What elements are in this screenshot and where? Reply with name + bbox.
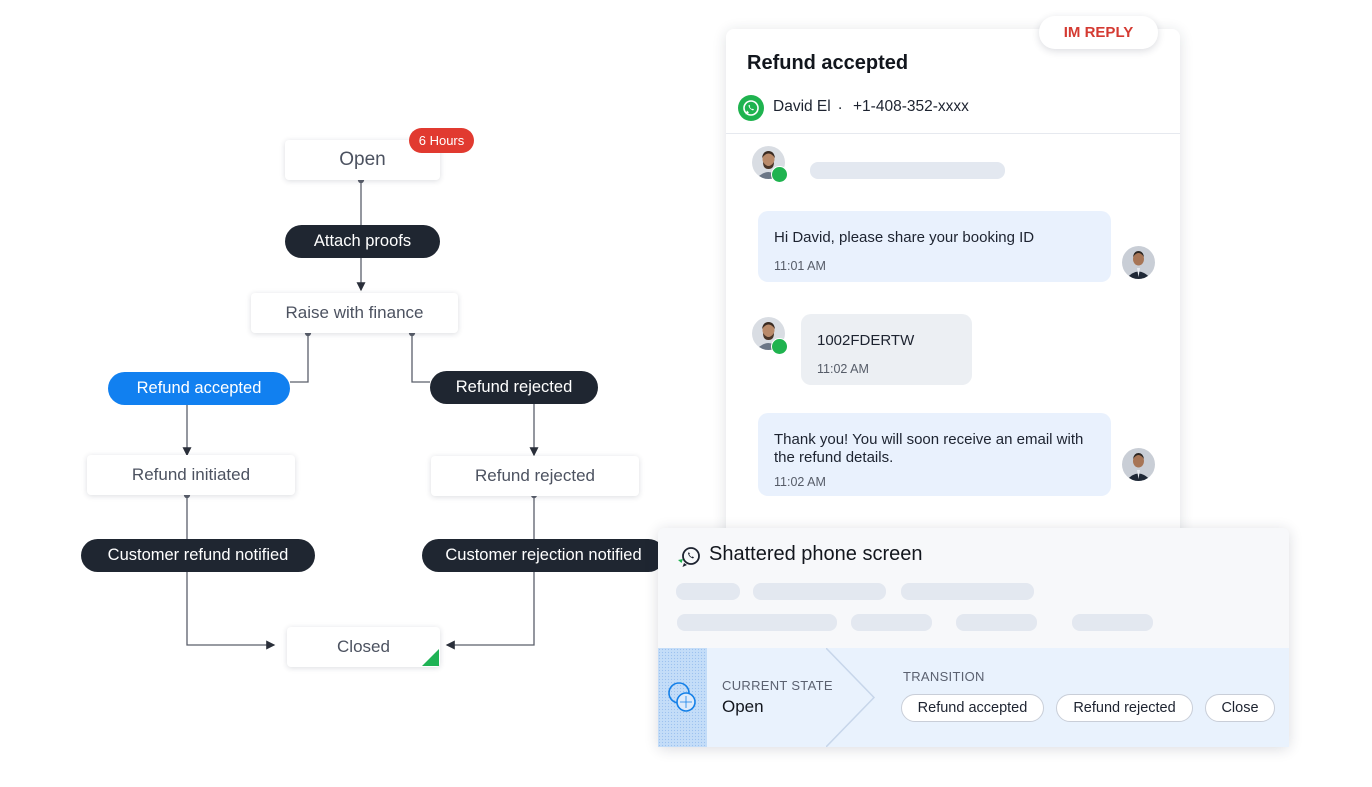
current-state-label: CURRENT STATE (722, 678, 833, 693)
transition-refund-accepted-button[interactable]: Refund accepted (901, 694, 1044, 722)
state-raise-with-finance-label: Raise with finance (285, 303, 424, 322)
state-raise-with-finance[interactable]: Raise with finance (251, 293, 458, 333)
field-placeholder (956, 614, 1037, 631)
field-placeholder (677, 614, 837, 631)
whatsapp-ticket-icon (677, 544, 703, 570)
contact-name: David El (773, 98, 831, 115)
ticket-title: Shattered phone screen (709, 543, 923, 565)
state-refund-rejected-label: Refund rejected (474, 466, 596, 485)
transition-close-button[interactable]: Close (1205, 694, 1275, 722)
channel-tag: IM REPLY (1039, 16, 1158, 49)
field-placeholder (851, 614, 932, 631)
contact-phone: +1-408-352-xxxx (853, 98, 969, 115)
transition-label: TRANSITION (903, 669, 985, 684)
message-agent-1: Hi David, please share your booking ID 1… (758, 211, 1111, 282)
message-time: 11:02 AM (817, 362, 869, 376)
state-open-label: Open (339, 149, 386, 170)
transition-button-label: Refund accepted (917, 700, 1028, 716)
message-time: 11:01 AM (774, 259, 826, 273)
transition-customer-rejection-notified-label: Customer rejection notified (445, 546, 642, 564)
transition-customer-refund-notified-label: Customer refund notified (107, 546, 289, 564)
agent-avatar (1122, 246, 1155, 279)
customer-whatsapp-badge-icon (771, 166, 788, 183)
message-agent-2: Thank you! You will soon receive an emai… (758, 413, 1111, 496)
field-placeholder (901, 583, 1034, 600)
whatsapp-icon (738, 95, 764, 121)
message-placeholder (810, 162, 1005, 179)
field-placeholder (1072, 614, 1153, 631)
current-state-value: Open (722, 697, 764, 716)
field-placeholder (753, 583, 886, 600)
message-text: Thank you! You will soon receive an emai… (774, 431, 1084, 466)
transition-button-label: Close (1221, 700, 1259, 716)
transition-refund-rejected[interactable]: Refund rejected (430, 371, 598, 404)
state-refund-rejected[interactable]: Refund rejected (431, 456, 639, 496)
message-text: 1002FDERTW (817, 332, 915, 349)
transition-refund-rejected-button[interactable]: Refund rejected (1056, 694, 1193, 722)
transition-attach-proofs-label: Attach proofs (313, 232, 412, 250)
state-strip-chevron (826, 648, 876, 747)
message-text: Hi David, please share your booking ID (774, 229, 1035, 246)
transition-refund-accepted-label: Refund accepted (136, 379, 262, 397)
channel-tag-label: IM REPLY (1063, 24, 1134, 41)
sla-badge-label: 6 Hours (418, 133, 465, 148)
state-icon (658, 648, 707, 747)
sla-badge: 6 Hours (409, 128, 474, 153)
state-closed-label: Closed (337, 637, 390, 656)
closed-flag-icon (422, 649, 439, 666)
chat-header-divider (726, 133, 1180, 134)
state-refund-initiated[interactable]: Refund initiated (87, 455, 295, 495)
transition-refund-rejected-label: Refund rejected (455, 378, 573, 396)
state-refund-initiated-label: Refund initiated (131, 465, 251, 484)
contact-separator: . (838, 96, 843, 113)
transition-customer-refund-notified[interactable]: Customer refund notified (81, 539, 315, 572)
customer-whatsapp-badge-icon (771, 338, 788, 355)
chat-title: Refund accepted (747, 52, 909, 74)
agent-avatar (1122, 448, 1155, 481)
message-time: 11:02 AM (774, 475, 826, 489)
state-closed[interactable]: Closed (287, 627, 440, 667)
transition-attach-proofs[interactable]: Attach proofs (285, 225, 440, 258)
transition-refund-accepted[interactable]: Refund accepted (108, 372, 290, 405)
message-customer-1: 1002FDERTW 11:02 AM (801, 314, 972, 385)
field-placeholder (676, 583, 740, 600)
transition-customer-rejection-notified[interactable]: Customer rejection notified (422, 539, 665, 572)
transition-button-label: Refund rejected (1073, 700, 1176, 716)
